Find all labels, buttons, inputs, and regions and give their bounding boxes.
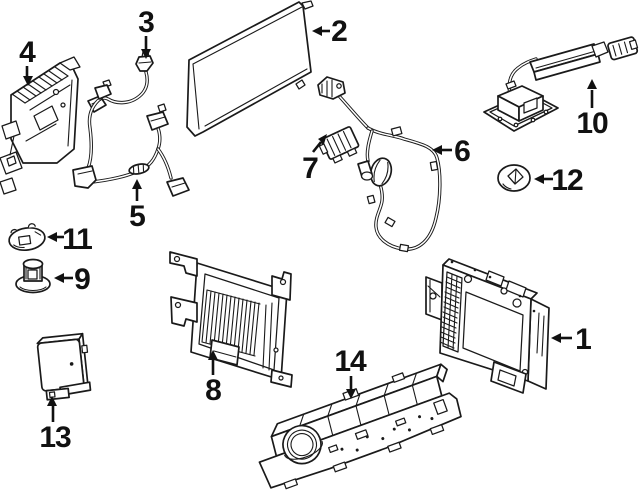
callout-14[interactable]: 14 [334, 345, 368, 399]
svg-text:5: 5 [129, 200, 145, 233]
part-13-interface-module-drawing [36, 332, 92, 401]
callout-2[interactable]: 2 [312, 15, 348, 48]
svg-text:3: 3 [138, 6, 154, 39]
svg-text:8: 8 [205, 374, 221, 407]
part-5-wiring-harness-drawing [72, 79, 190, 197]
part-9-knob-retainer-drawing [15, 258, 51, 294]
svg-text:7: 7 [302, 152, 318, 185]
callout-9[interactable]: 9 [54, 263, 91, 296]
svg-text:11: 11 [62, 223, 92, 256]
part-14-control-panel-drawing [258, 363, 462, 490]
callout-5[interactable]: 5 [129, 179, 146, 233]
callout-12[interactable]: 12 [534, 164, 584, 197]
callout-11[interactable]: 11 [47, 223, 93, 256]
svg-text:12: 12 [551, 164, 583, 197]
svg-text:10: 10 [576, 107, 608, 140]
part-12-grommet-drawing [497, 164, 531, 192]
callout-3[interactable]: 3 [138, 6, 155, 59]
svg-text:1: 1 [575, 323, 591, 356]
part-6-wiring-harness-drawing [317, 76, 442, 253]
part-10-gps-antenna-drawing [483, 36, 639, 132]
svg-text:4: 4 [19, 36, 36, 69]
svg-text:6: 6 [454, 135, 470, 168]
part-8-amplifier-bracket-drawing [169, 251, 293, 388]
callout-8[interactable]: 8 [205, 350, 222, 407]
svg-text:2: 2 [331, 15, 347, 48]
part-1-radio-module-drawing [425, 258, 550, 394]
callout-1[interactable]: 1 [551, 323, 592, 356]
svg-text:9: 9 [74, 263, 90, 296]
svg-text:13: 13 [39, 421, 71, 454]
callout-4[interactable]: 4 [19, 36, 37, 86]
callout-13[interactable]: 13 [39, 396, 72, 454]
callout-7[interactable]: 7 [302, 134, 327, 185]
svg-text:14: 14 [334, 345, 367, 378]
part-2-display-panel-drawing [186, 0, 314, 137]
part-4-control-module-drawing [0, 56, 81, 195]
callout-6[interactable]: 6 [432, 135, 471, 168]
callout-10[interactable]: 10 [576, 79, 609, 140]
part-7-connector-module-drawing [318, 126, 360, 164]
part-11-retainer-clip-drawing [8, 223, 46, 252]
